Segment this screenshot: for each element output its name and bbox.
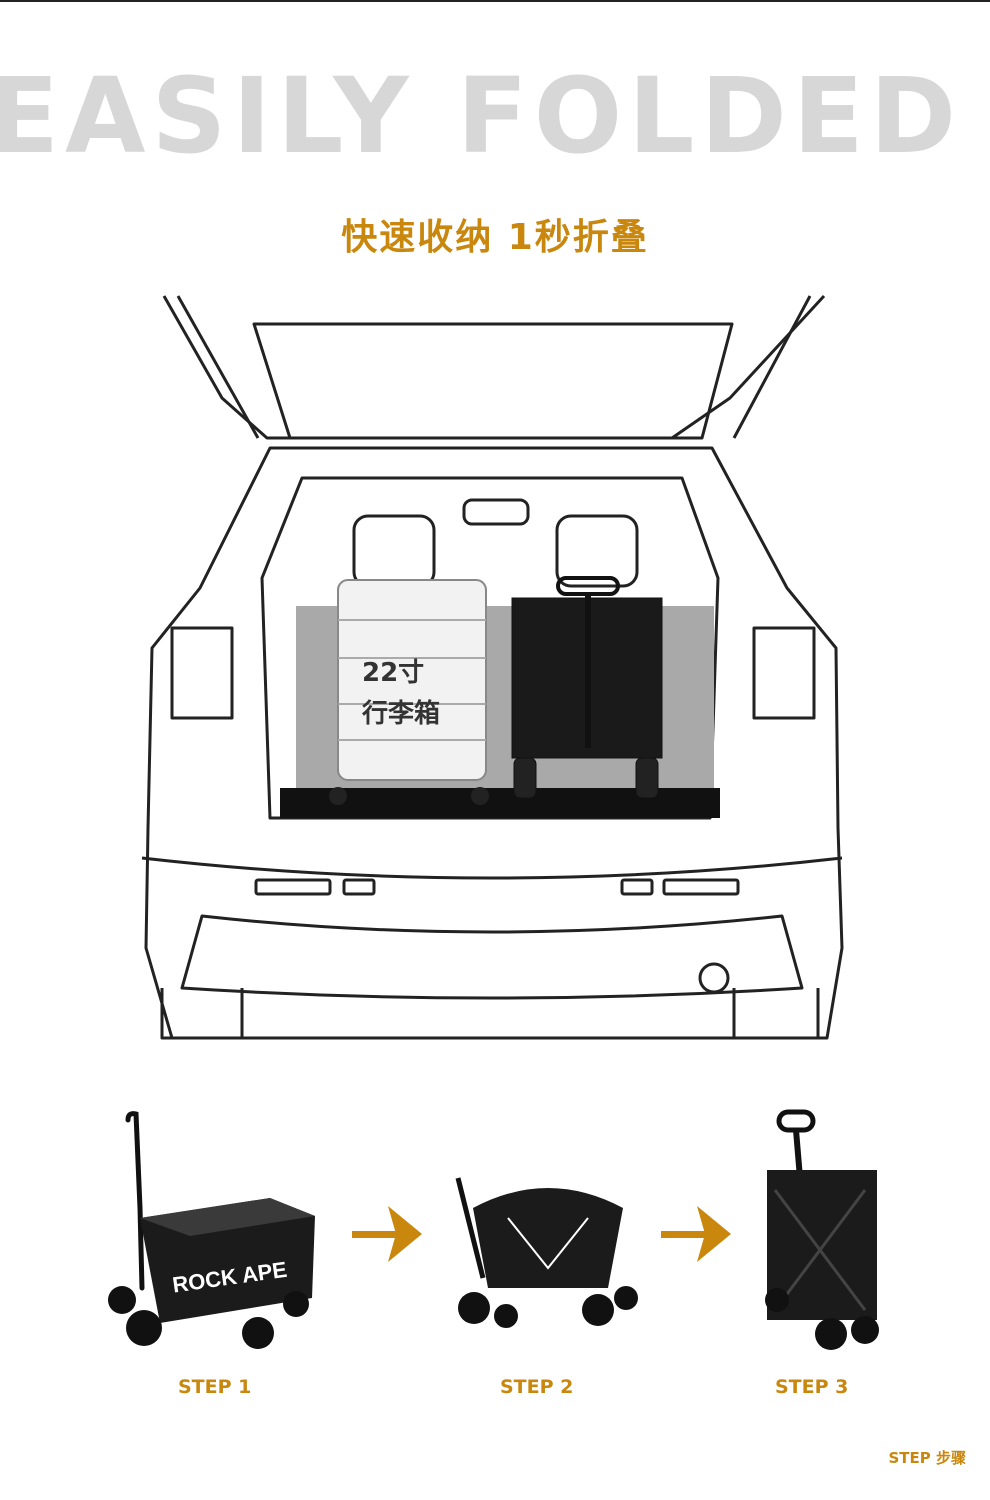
suitcase <box>329 579 489 805</box>
step3-cart-illustration <box>765 1109 879 1350</box>
arrow-right-icon <box>661 1206 731 1262</box>
suitcase-name-label: 行李箱 <box>362 699 441 729</box>
top-divider <box>0 0 990 2</box>
car-body <box>144 446 844 1040</box>
step-2-label: STEP 2 <box>500 1376 574 1398</box>
step-1-label: STEP 1 <box>178 1376 252 1398</box>
arrow-right-icon <box>352 1206 422 1262</box>
suitcase-size-label: 22寸 <box>362 658 425 688</box>
step1-cart-illustration: ROCK APE <box>108 1111 315 1349</box>
subtitle: 快速收纳 1秒折叠 <box>341 217 649 258</box>
tailgate <box>162 294 826 440</box>
step2-cart-illustration <box>455 1177 638 1328</box>
step-3-label: STEP 3 <box>775 1376 849 1398</box>
folded-cart-in-trunk <box>511 576 663 799</box>
car-illustration <box>141 294 844 1040</box>
hero-title: EASILY FOLDED <box>0 55 963 177</box>
step-footnote: STEP 步骤 <box>888 1449 967 1467</box>
